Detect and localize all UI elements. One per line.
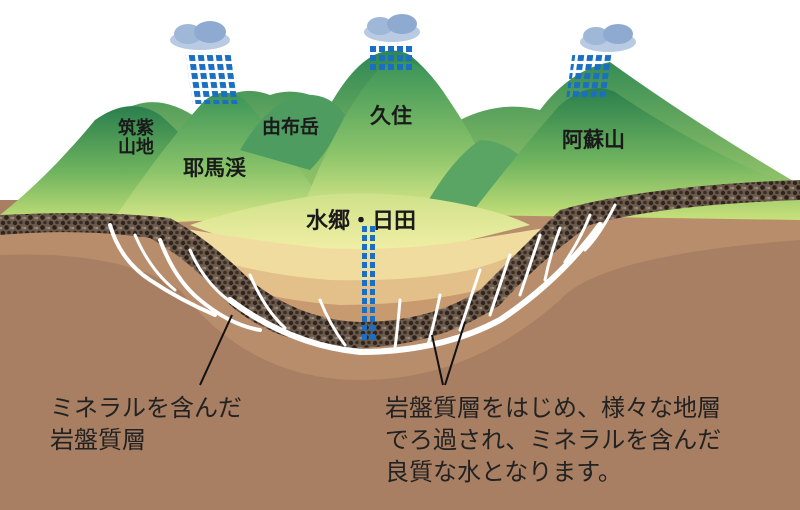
caption-left: ミネラルを含んだ 岩盤質層 — [50, 392, 242, 456]
caption-left-line-2: 岩盤質層 — [50, 424, 242, 456]
caption-right: 岩盤質層をはじめ、様々な地層 でろ過され、ミネラルを含んだ 良質な水となります。 — [385, 392, 721, 488]
label-chikushi: 筑紫 山地 — [118, 120, 154, 158]
rain-yabakei — [185, 52, 237, 104]
label-yabakei: 耶馬渓 — [183, 152, 246, 182]
label-chikushi-line-2: 山地 — [118, 139, 154, 158]
label-kuju: 久住 — [370, 100, 412, 130]
label-yufudake: 由布岳 — [262, 112, 319, 139]
label-suikyo-hita: 水郷・日田 — [306, 203, 416, 235]
rain-aso — [566, 54, 612, 99]
caption-right-line-2: でろ過され、ミネラルを含んだ — [385, 424, 721, 456]
well-column — [362, 225, 375, 340]
caption-right-line-3: 良質な水となります。 — [385, 456, 721, 488]
rain-kuju — [370, 44, 414, 72]
label-aso: 阿蘇山 — [562, 124, 625, 154]
caption-left-line-1: ミネラルを含んだ — [50, 392, 242, 424]
caption-right-line-1: 岩盤質層をはじめ、様々な地層 — [385, 392, 721, 424]
